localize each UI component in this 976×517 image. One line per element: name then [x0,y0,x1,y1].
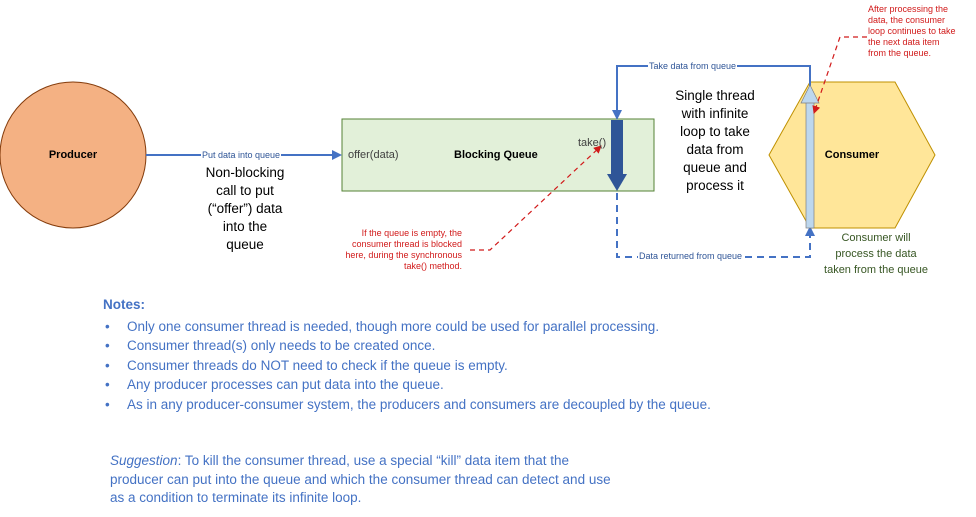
bullet-icon: • [105,377,110,393]
list-item: •Any producer processes can put data int… [103,375,883,394]
suggestion-label: Suggestion [110,453,178,468]
consumer-label: Consumer [824,149,880,161]
suggestion-text-line1: : To kill the consumer thread, use a spe… [177,453,570,468]
list-item: •Only one consumer thread is needed, tho… [103,317,883,336]
bullet-icon: • [105,338,110,354]
blocking-queue-box [341,118,655,192]
data-returned-arrow-label: Data returned from queue [638,251,744,262]
list-item: •Consumer thread(s) only needs to be cre… [103,336,883,355]
data-returned-arrow [616,193,815,258]
put-data-arrow-label: Put data into queue [201,150,282,161]
after-processing-pointer [812,36,867,114]
bullet-icon: • [105,319,110,334]
after-processing-annotation: After processing the data, the consumer … [868,4,956,58]
take-label: take() [578,137,607,149]
consumer-loop-shaft [805,101,815,229]
consumer-loop-head [800,84,820,104]
offer-label: offer(data) [348,149,399,161]
list-item: •Consumer threads do NOT need to check i… [103,356,883,375]
suggestion-text-line3: as a condition to terminate its infinite… [110,490,362,505]
queue-label: Blocking Queue [454,149,538,161]
take-data-arrow-label: Take data from queue [648,61,738,72]
notes-title: Notes: [103,297,146,312]
producer-label: Producer [48,149,98,161]
suggestion-block: Suggestion: To kill the consumer thread,… [110,452,710,508]
consumer-process-annotation: Consumer will process the data taken fro… [824,232,928,276]
suggestion-text-line2: producer can put into the queue and whic… [110,471,611,487]
bullet-icon: • [105,357,110,373]
take-arrow-head [607,174,627,191]
bullet-icon: • [105,396,110,412]
queue-empty-pointer [470,145,602,251]
non-blocking-annotation: Non-blocking call to put (“offer”) data … [205,165,285,252]
list-item: •As in any producer-consumer system, the… [103,395,883,414]
queue-empty-annotation: If the queue is empty, the consumer thre… [345,228,462,271]
notes-list: •Only one consumer thread is needed, tho… [103,317,883,414]
take-arrow-shaft [611,120,623,175]
single-thread-annotation: Single thread with infinite loop to take… [675,88,755,193]
